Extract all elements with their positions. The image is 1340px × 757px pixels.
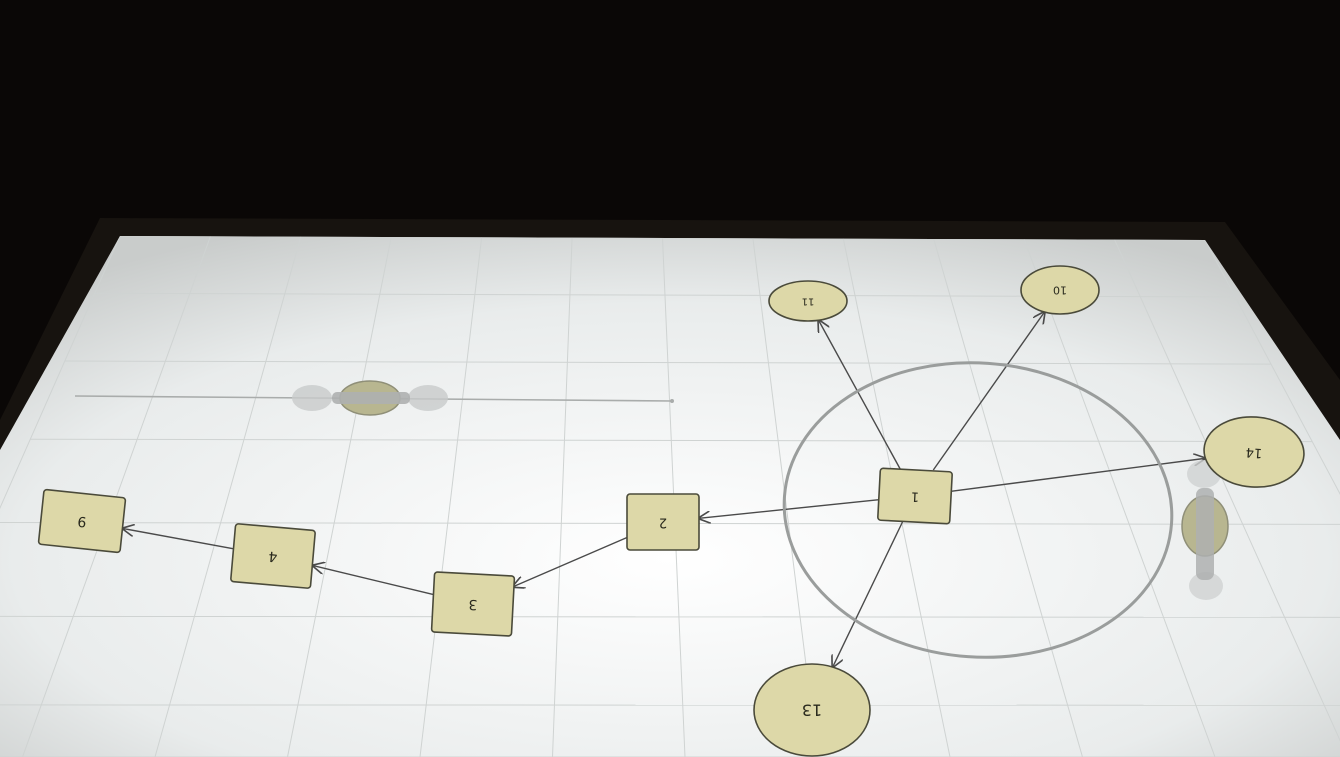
node-9[interactable]: 9 — [38, 489, 125, 552]
node-label: 14 — [1245, 444, 1263, 460]
node-3[interactable]: 3 — [431, 572, 514, 636]
node-4[interactable]: 4 — [231, 524, 316, 589]
slider-handle-bar — [332, 392, 410, 404]
node-label: 1 — [910, 488, 919, 503]
node-11[interactable]: 11 — [769, 281, 847, 321]
slider-knob-right[interactable] — [408, 385, 448, 411]
slider-knob-left[interactable] — [292, 385, 332, 411]
node-label: 3 — [468, 596, 478, 612]
node-label: 9 — [77, 513, 88, 530]
node-1[interactable]: 1 — [878, 468, 953, 524]
node-label: 11 — [802, 296, 815, 307]
node-10[interactable]: 10 — [1021, 266, 1099, 314]
node-2[interactable]: 2 — [627, 494, 699, 550]
node-label: 13 — [802, 701, 822, 720]
node-label: 4 — [268, 548, 278, 565]
node-13[interactable]: 13 — [754, 664, 870, 756]
slider-track-end — [670, 399, 674, 403]
node-label: 2 — [659, 515, 667, 530]
vslider-handle-bar — [1196, 488, 1214, 580]
node-label: 10 — [1053, 284, 1067, 297]
